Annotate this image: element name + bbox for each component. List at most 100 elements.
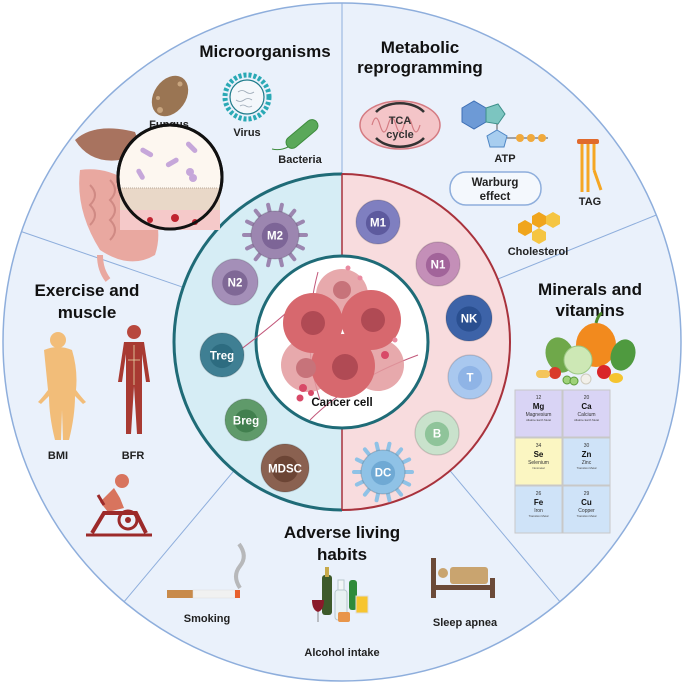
exercise-title-line1: Exercise and: [35, 281, 140, 300]
element-name: Zinc: [582, 460, 592, 466]
element-symbol: Mg: [533, 402, 545, 411]
cholesterol-label: Cholesterol: [508, 246, 569, 258]
triglyceride-icon: [577, 139, 603, 192]
virus-icon: [222, 72, 272, 122]
atp-label: ATP: [494, 153, 515, 165]
section-divider: [123, 470, 235, 603]
smoking-label: Smoking: [184, 613, 230, 625]
element-symbol: Fe: [534, 498, 544, 507]
bacteria-label: Bacteria: [278, 154, 322, 166]
immune-cell-label: T: [466, 373, 473, 385]
minerals-title-line2: vitamins: [556, 301, 625, 320]
warburg-label-line1: Warburg: [472, 177, 519, 189]
metabolic-title-line2: reprogramming: [357, 58, 483, 77]
element-symbol: Ca: [581, 402, 592, 411]
bacteria-icon: [271, 119, 319, 151]
immune-cell-n2: N2: [211, 258, 259, 306]
element-number: 29: [584, 491, 590, 497]
element-name: Iron: [534, 508, 543, 514]
immune-cell-breg: Breg: [224, 398, 268, 442]
immune-cell-b: B: [414, 410, 460, 456]
element-number: 20: [584, 395, 590, 401]
exercise-title-line2: muscle: [58, 303, 117, 322]
gut-magnifier-clip: [116, 123, 224, 231]
element-symbol: Cu: [581, 498, 592, 507]
element-name: Calcium: [577, 412, 595, 418]
bfr-label: BFR: [122, 450, 145, 462]
section-minerals-vitamins: Minerals and vitamins 12MgMagnesiumAlkal…: [514, 280, 642, 534]
atp-molecule-icon: [461, 100, 548, 148]
element-name: Magnesium: [526, 412, 552, 418]
microorganisms-title: Microorganisms: [199, 42, 330, 61]
immune-cell-label: M2: [267, 231, 283, 243]
warburg-effect-box: [449, 171, 542, 206]
tca-label-line1: TCA: [389, 115, 412, 127]
immune-cell-m1: M1: [355, 199, 401, 245]
section-dividers: [21, 3, 657, 603]
tag-label: TAG: [579, 196, 601, 208]
immune-cell-n1: N1: [415, 241, 461, 287]
element-number: 30: [584, 443, 590, 449]
element-number: 26: [536, 491, 542, 497]
section-exercise-muscle: Exercise and muscle BMI BFR: [35, 281, 152, 537]
immune-cell-treg: Treg: [199, 332, 245, 378]
section-divider: [497, 214, 657, 280]
left-ring-border: [172, 172, 343, 512]
element-name: Copper: [578, 508, 595, 514]
bed-icon: [431, 558, 495, 598]
alcohol-label: Alcohol intake: [304, 647, 379, 659]
minerals-title-line1: Minerals and: [538, 280, 642, 299]
vegetables-icon: [536, 311, 636, 386]
immune-cell-label: N2: [228, 278, 243, 290]
element-category: Alkaline Earth Metal: [574, 418, 599, 422]
tca-label-line2: cycle: [386, 129, 414, 141]
element-category: Transition Metal: [577, 514, 597, 518]
mitochondria-tca-icon: [359, 100, 441, 150]
bmi-label: BMI: [48, 450, 68, 462]
cancer-cell-cluster-icon: [239, 265, 419, 421]
section-metabolic-reprogramming: Metabolic reprogramming TCA cycle ATP Wa…: [357, 38, 603, 258]
immune-cell-label: B: [433, 429, 441, 441]
element-number: 34: [536, 443, 542, 449]
immune-cell-m2: M2: [242, 202, 308, 268]
cholesterol-icon: [518, 212, 560, 244]
element-name: Selenium: [528, 460, 549, 466]
section-adverse-living-habits: Adverse living habits Smoking Alcohol in…: [167, 523, 498, 659]
element-category: Alkaline Earth Metal: [526, 418, 551, 422]
cancer-cell-label: Cancer cell: [311, 397, 372, 409]
element-category: Nonmetal: [533, 466, 545, 470]
immune-cell-label: Treg: [210, 351, 234, 363]
immune-cell-label: NK: [461, 314, 478, 326]
virus-label: Virus: [233, 127, 260, 139]
element-category: Transition Metal: [529, 514, 549, 518]
element-symbol: Zn: [582, 450, 592, 459]
immune-cell-mdsc: MDSC: [260, 443, 310, 493]
immune-cell-label: M1: [370, 218, 387, 230]
section-microorganisms: Microorganisms Fungus Virus Bacteria: [75, 42, 331, 282]
immune-cell-nk: NK: [445, 294, 493, 342]
section-divider: [449, 470, 561, 603]
warburg-label-line2: effect: [480, 191, 511, 203]
cancer-cell-border: [254, 254, 430, 430]
adverse-title-line2: habits: [317, 545, 367, 564]
obese-body-icon: [38, 332, 86, 440]
alcohol-bottles-icon: [312, 567, 369, 622]
element-category: Transition Metal: [577, 466, 597, 470]
immune-cell-label: N1: [431, 260, 446, 272]
element-symbol: Se: [534, 450, 544, 459]
muscle-body-icon: [118, 325, 150, 434]
immune-cell-label: MDSC: [268, 464, 302, 476]
metabolic-title-line1: Metabolic: [381, 38, 459, 57]
element-number: 12: [536, 395, 542, 401]
immune-cell-label: DC: [375, 468, 392, 480]
immune-cell-t: T: [447, 354, 493, 400]
